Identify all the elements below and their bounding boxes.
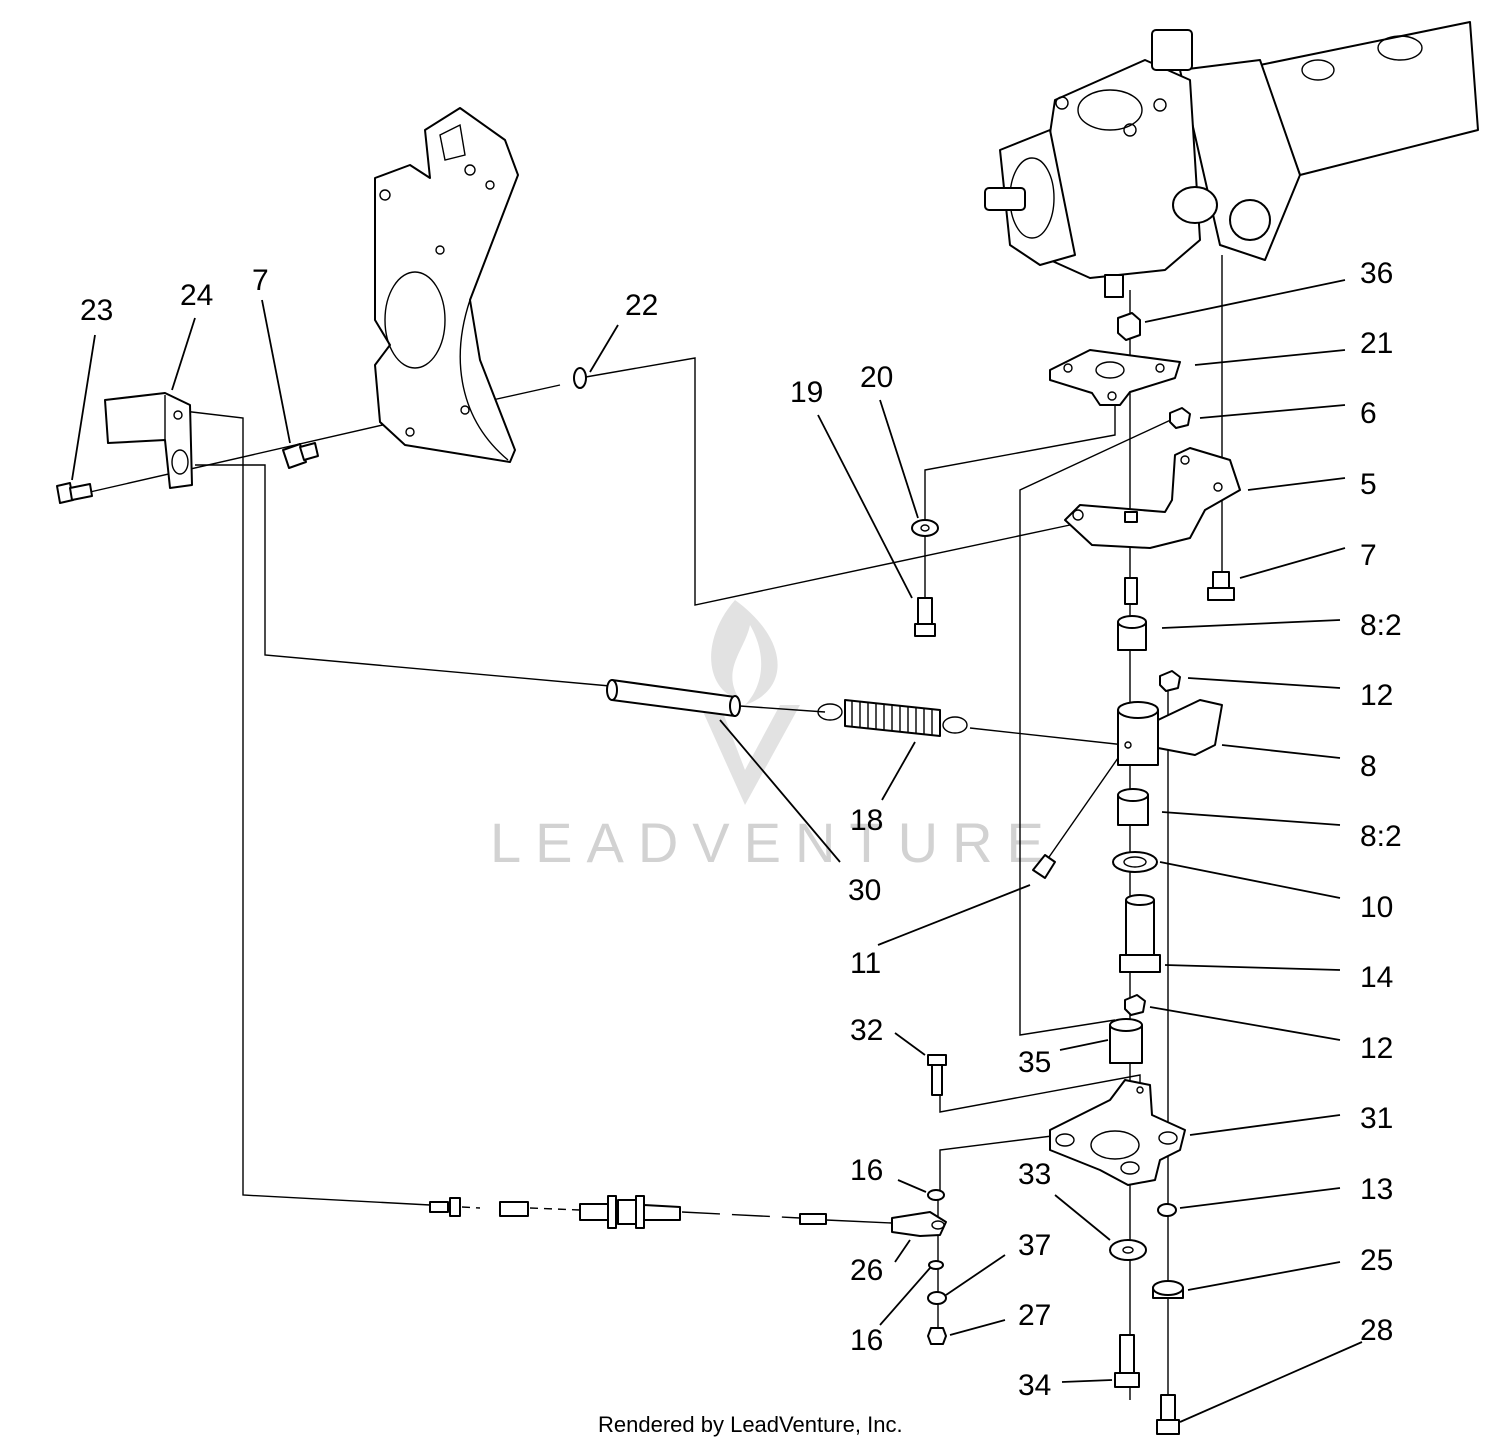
bolt-19	[914, 597, 936, 637]
label-28: 28	[1360, 1314, 1393, 1347]
arm-8	[1117, 699, 1223, 766]
clevis-26	[891, 1211, 947, 1237]
label-12-top: 12	[1360, 679, 1393, 712]
label-32: 32	[850, 1014, 883, 1047]
bolt-32	[927, 1054, 947, 1096]
label-18: 18	[850, 804, 883, 837]
control-cable	[429, 1195, 893, 1229]
bushing-35	[1109, 1018, 1143, 1064]
plate-31	[1049, 1079, 1186, 1186]
callout-labels: 23 24 7 22 19 20 36 21 6 5 7 8:2 12 8 8:…	[80, 257, 1402, 1402]
label-19: 19	[790, 376, 823, 409]
washer-13	[1157, 1203, 1177, 1217]
spacer-25	[1152, 1280, 1184, 1299]
nut-6	[1169, 407, 1191, 429]
nut-36	[1117, 312, 1141, 341]
label-31: 31	[1360, 1102, 1393, 1135]
bolt-7-right	[1207, 571, 1235, 601]
washer-16-bottom	[928, 1260, 944, 1270]
label-8-2-bottom: 8:2	[1360, 820, 1402, 853]
transmission-assembly	[984, 21, 1479, 298]
label-7-right: 7	[1360, 539, 1377, 572]
bolt-28	[1156, 1394, 1180, 1435]
label-16-bottom: 16	[850, 1324, 883, 1357]
watermark-v-icon	[700, 705, 800, 805]
shaft-pin	[1124, 577, 1138, 605]
label-22: 22	[625, 289, 658, 322]
washer-20	[911, 519, 939, 537]
label-21: 21	[1360, 327, 1393, 360]
label-27: 27	[1018, 1299, 1051, 1332]
plate-21	[1049, 349, 1181, 406]
label-8-2-top: 8:2	[1360, 609, 1402, 642]
nut-12-bottom	[1124, 994, 1146, 1016]
label-36: 36	[1360, 257, 1393, 290]
label-24: 24	[180, 279, 213, 312]
footer-credit: Rendered by LeadVenture, Inc.	[598, 1412, 903, 1437]
washer-10	[1112, 851, 1158, 873]
nut-12-top	[1159, 670, 1181, 692]
washer-33	[1109, 1239, 1147, 1261]
label-6: 6	[1360, 397, 1377, 430]
nut-27	[927, 1327, 947, 1345]
bolt-34	[1114, 1334, 1140, 1388]
label-34: 34	[1018, 1369, 1051, 1402]
label-25: 25	[1360, 1244, 1393, 1277]
label-30: 30	[848, 874, 881, 907]
spacer-30	[606, 679, 741, 717]
label-13: 13	[1360, 1173, 1393, 1206]
washer-16-top	[927, 1189, 945, 1201]
grease-fitting-11	[1032, 854, 1056, 879]
bracket-24	[104, 392, 193, 489]
label-35: 35	[1018, 1046, 1051, 1079]
shaft-14	[1119, 894, 1161, 973]
label-37: 37	[1018, 1229, 1051, 1262]
mounting-plate	[374, 107, 519, 463]
bushing-8-2-top	[1117, 615, 1147, 651]
label-16-top: 16	[850, 1154, 883, 1187]
label-10: 10	[1360, 891, 1393, 924]
label-12-bottom: 12	[1360, 1032, 1393, 1065]
bracket-5	[1064, 447, 1241, 549]
watermark: LEADVENTURE	[490, 600, 1058, 874]
label-5: 5	[1360, 468, 1377, 501]
nut-7-left	[282, 442, 319, 469]
label-7-left: 7	[252, 264, 269, 297]
label-33: 33	[1018, 1158, 1051, 1191]
clip-22	[573, 367, 587, 389]
label-8: 8	[1360, 750, 1377, 783]
label-14: 14	[1360, 961, 1393, 994]
label-26: 26	[850, 1254, 883, 1287]
label-20: 20	[860, 361, 893, 394]
label-23: 23	[80, 294, 113, 327]
bushing-8-2-bottom	[1117, 788, 1149, 826]
watermark-logo-icon	[711, 600, 778, 705]
leader-lines	[71, 279, 1363, 1423]
watermark-text: LEADVENTURE	[490, 811, 1058, 874]
spring-18	[817, 699, 968, 737]
bolt-23	[56, 482, 93, 504]
washer-37	[927, 1291, 947, 1305]
label-11: 11	[850, 947, 881, 980]
